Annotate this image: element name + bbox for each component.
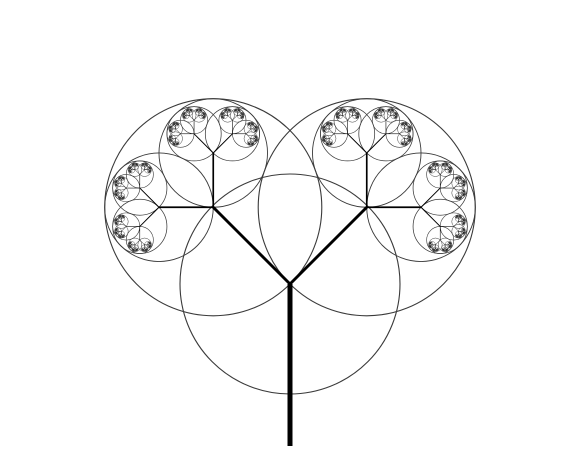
figure-background bbox=[0, 0, 563, 450]
fractal-tree-figure bbox=[0, 0, 563, 450]
